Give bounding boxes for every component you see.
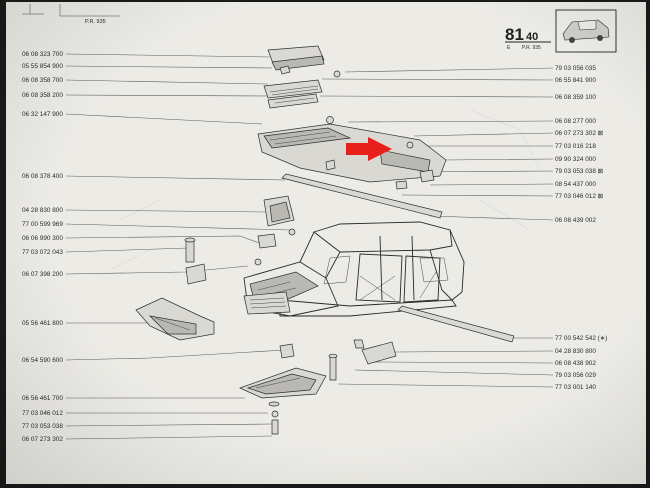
right-label: 06 55 841 900 xyxy=(555,77,596,84)
car-body-shell xyxy=(243,221,465,317)
right-label: 79 03 053 038 ⊠ xyxy=(555,168,603,175)
page-number-main: 81 xyxy=(505,25,524,44)
right-label: 77 03 001 140 xyxy=(555,384,596,391)
left-label: 06 06 990 300 xyxy=(22,235,63,242)
bolts-and-screws xyxy=(268,339,397,435)
top-left-header: P.R. 935 xyxy=(22,4,120,25)
page-sub-letter: E xyxy=(507,45,511,51)
page-number-box: 81 40 E P.R. 935 xyxy=(505,9,617,53)
right-label: 08 54 437 000 xyxy=(555,181,596,188)
right-label: 06 08 439 002 xyxy=(555,217,596,224)
left-label: 06 07 398 200 xyxy=(22,271,63,278)
left-label: 77 00 599 969 xyxy=(22,221,63,228)
small-bracket-parts xyxy=(184,195,296,285)
red-pointer-arrow xyxy=(346,137,392,161)
right-label: 79 03 056 035 xyxy=(555,65,596,72)
left-label: 05 56 461 800 xyxy=(22,320,63,327)
right-label: 06 08 277 000 xyxy=(555,118,596,125)
left-leader-lines xyxy=(65,53,291,440)
roof-panel-parts xyxy=(263,45,341,109)
right-label: 09 90 324 000 xyxy=(555,156,596,163)
side-rail-rod xyxy=(281,173,443,219)
right-label: 77 00 542 542 (∗) xyxy=(555,335,607,342)
page-number-sub: 40 xyxy=(526,31,538,43)
car-thumbnail-icon xyxy=(562,19,610,43)
right-label: 06 08 359 100 xyxy=(555,94,596,101)
sill-rod xyxy=(397,305,515,343)
catalog-page xyxy=(6,2,646,484)
left-label: 77 03 072 043 xyxy=(22,249,63,256)
left-label: 06 56 461 700 xyxy=(22,395,63,402)
left-part-numbers: 06 08 323 700 05 55 854 900 06 08 358 70… xyxy=(22,51,63,443)
left-label: 06 08 358 700 xyxy=(22,77,63,84)
left-label: 77 03 046 012 xyxy=(22,410,63,417)
right-label: 77 03 016 218 xyxy=(555,143,596,150)
right-label: 06 07 273 302 ⊠ xyxy=(555,130,603,137)
left-label: 06 08 378 400 xyxy=(22,173,63,180)
left-label: 04 28 830 800 xyxy=(22,207,63,214)
faint-background-lines xyxy=(109,109,541,271)
left-label: 06 08 358 200 xyxy=(22,92,63,99)
left-label: 06 32 147 900 xyxy=(22,111,63,118)
right-part-numbers: 79 03 056 035 06 55 841 900 06 08 359 10… xyxy=(555,65,607,391)
left-label: 06 54 590 600 xyxy=(22,357,63,364)
right-leader-lines xyxy=(319,67,554,388)
right-label: 77 03 046 012 ⊠ xyxy=(555,193,603,200)
left-label: 77 03 053 038 xyxy=(22,423,63,430)
lower-crossmember xyxy=(239,367,327,399)
left-label: 06 07 273 302 xyxy=(22,436,63,443)
front-floor-panel-left xyxy=(135,297,215,341)
top-left-code: P.R. 935 xyxy=(85,19,106,25)
page-sub-code: P.R. 935 xyxy=(522,45,541,51)
left-label: 06 08 323 700 xyxy=(22,51,63,58)
right-label: 06 08 438 902 xyxy=(555,360,596,367)
right-label: 79 03 056 029 xyxy=(555,372,596,379)
right-label: 04 28 830 800 xyxy=(555,348,596,355)
left-label: 05 55 854 900 xyxy=(22,63,63,70)
